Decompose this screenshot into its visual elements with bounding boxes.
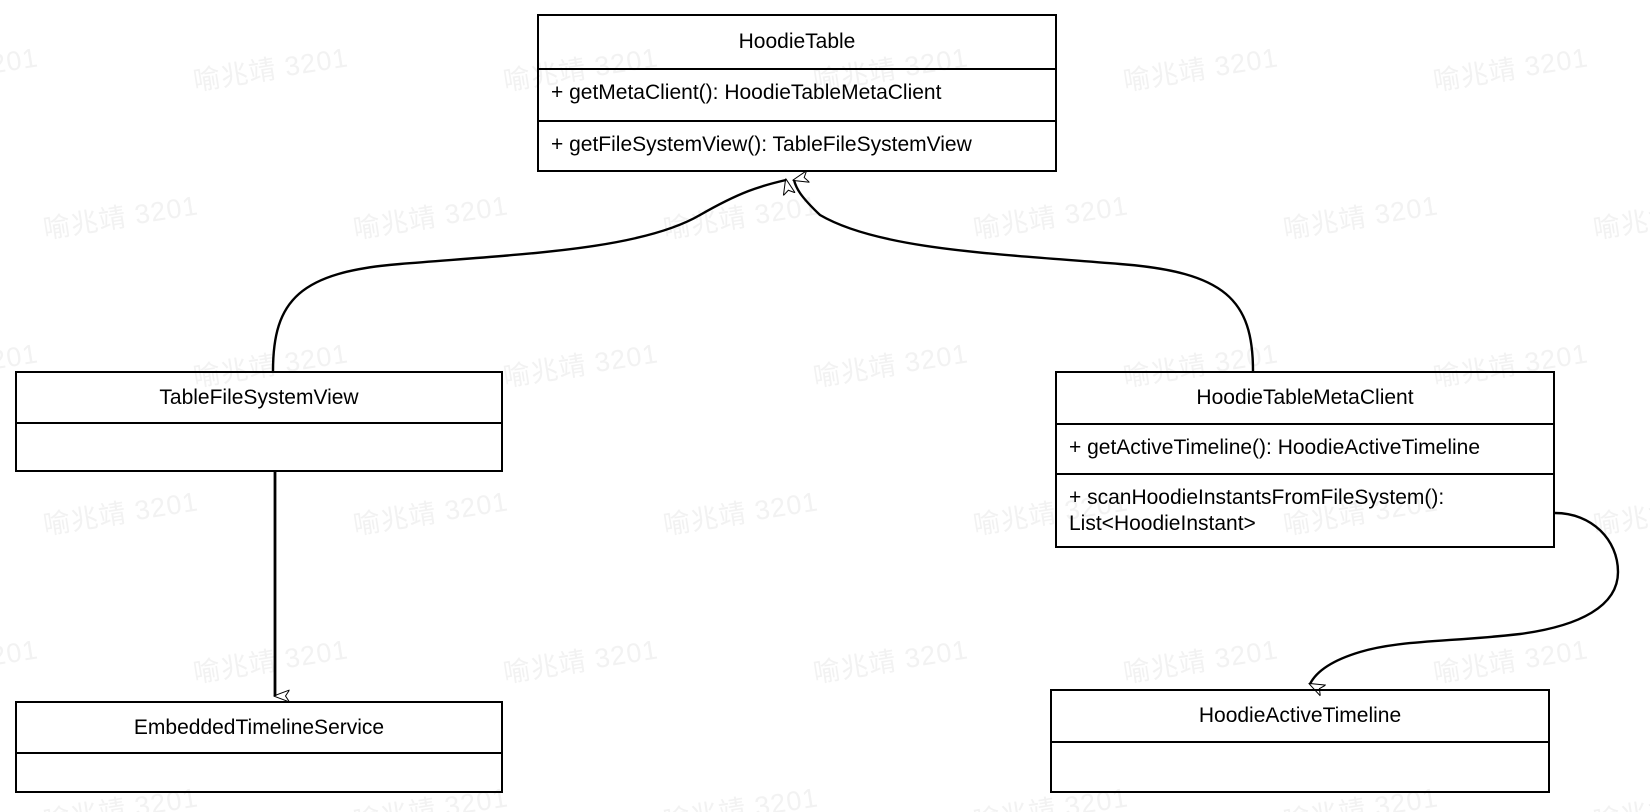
uml-compartment-hoodie-active-timeline-0 (1052, 743, 1548, 793)
watermark-text: 喻兆靖 3201 (1121, 634, 1281, 689)
edge-tablefilesystemview-to-hoodietable (271, 180, 786, 372)
uml-compartment-hoodie-table-0: + getMetaClient(): HoodieTableMetaClient (539, 70, 1055, 122)
watermark-text: 喻兆靖 3201 (0, 634, 41, 688)
watermark-text: 喻兆靖 3201 (1431, 634, 1591, 689)
watermark-text: 喻兆靖 3201 (0, 42, 41, 96)
watermark-text: 喻兆靖 3201 (351, 486, 511, 541)
watermark-text: 喻兆靖 3201 (811, 338, 971, 393)
watermark-text: 喻兆靖 3201 (1591, 486, 1650, 541)
uml-compartment-hoodie-table-meta-client-1: + scanHoodieInstantsFromFileSystem(): Lis… (1057, 475, 1553, 548)
watermark-text: 喻兆靖 3201 (1281, 190, 1441, 245)
uml-class-name-table-file-system-view: TableFileSystemView (17, 373, 501, 424)
watermark-text: 喻兆靖 3201 (811, 634, 971, 689)
watermark-text: 喻兆靖 3201 (501, 634, 661, 689)
uml-class-name-hoodie-table: HoodieTable (539, 16, 1055, 70)
watermark-text: 喻兆靖 3201 (501, 338, 661, 393)
uml-class-name-hoodie-active-timeline: HoodieActiveTimeline (1052, 691, 1548, 743)
uml-compartment-hoodie-table-1: + getFileSystemView(): TableFileSystemVi… (539, 122, 1055, 172)
watermark-text: 喻兆靖 3201 (191, 634, 351, 689)
uml-class-hoodie-active-timeline[interactable]: HoodieActiveTimeline (1050, 689, 1550, 793)
uml-class-embedded-timeline-service[interactable]: EmbeddedTimelineService (15, 701, 503, 793)
uml-compartment-hoodie-table-meta-client-0: + getActiveTimeline(): HoodieActiveTimel… (1057, 425, 1553, 475)
edge-hoodietablemetaclient-to-hoodietable (794, 180, 1255, 372)
watermark-text: 喻兆靖 3201 (41, 190, 201, 245)
uml-member-line: + scanHoodieInstantsFromFileSystem(): (1069, 486, 1445, 509)
watermark-text: 喻兆靖 3201 (351, 190, 511, 245)
watermark-text: 喻兆靖 3201 (1121, 42, 1281, 97)
uml-compartment-table-file-system-view-0 (17, 424, 501, 472)
uml-class-name-hoodie-table-meta-client: HoodieTableMetaClient (1057, 373, 1553, 425)
watermark-text: 喻兆靖 3201 (191, 42, 351, 97)
uml-class-hoodie-table[interactable]: HoodieTable + getMetaClient(): HoodieTabl… (537, 14, 1057, 172)
watermark-text: 喻兆靖 3201 (1431, 42, 1591, 97)
uml-member-line: List<HoodieInstant> (1069, 512, 1256, 536)
uml-member-line: + getMetaClient(): HoodieTableMetaClient (551, 81, 942, 104)
uml-class-table-file-system-view[interactable]: TableFileSystemView (15, 371, 503, 472)
watermark-text: 喻兆靖 3201 (41, 486, 201, 541)
watermark-text: 喻兆靖 3201 (971, 190, 1131, 245)
uml-class-hoodie-table-meta-client[interactable]: HoodieTableMetaClient + getActiveTimeline… (1055, 371, 1555, 548)
uml-member-line: + getFileSystemView(): TableFileSystemVi… (551, 133, 972, 156)
watermark-text: 喻兆靖 3201 (661, 486, 821, 541)
watermark-text: 喻兆靖 3201 (1590, 776, 1650, 812)
watermark-text: 喻兆靖 3201 (661, 190, 821, 245)
uml-class-name-embedded-timeline-service: EmbeddedTimelineService (17, 703, 501, 754)
watermark-text: 喻兆靖 3201 (661, 782, 821, 812)
watermark-text: 喻兆靖 3201 (1591, 190, 1650, 245)
uml-compartment-embedded-timeline-service-0 (17, 754, 501, 793)
uml-member-line: + getActiveTimeline(): HoodieActiveTimel… (1069, 436, 1481, 459)
